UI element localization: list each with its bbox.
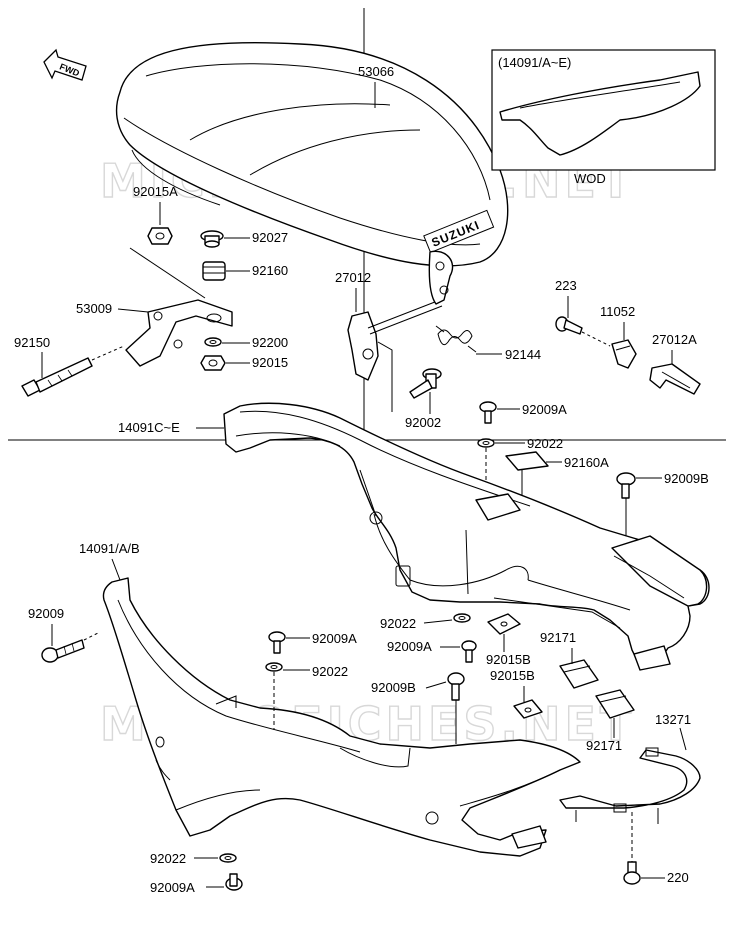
- label-92027: 92027: [252, 230, 288, 245]
- label-220: 220: [667, 870, 689, 885]
- label-223: 223: [555, 278, 577, 293]
- inset-caption: WOD: [574, 171, 606, 186]
- label-92171-1: 92171: [540, 630, 576, 645]
- clip-11052: [611, 339, 637, 369]
- label-92015A: 92015A: [133, 184, 178, 199]
- label-92015B-2: 92015B: [490, 668, 535, 683]
- seat-lock-27012: [347, 250, 454, 381]
- screw-92009A-2: [461, 640, 477, 663]
- washer-92022-1: [477, 438, 495, 448]
- label-11052: 11052: [600, 304, 635, 319]
- label-92009A-2: 92009A: [312, 631, 357, 646]
- label-14091AB: 14091/A/B: [79, 541, 140, 556]
- label-92022-2: 92022: [380, 616, 416, 631]
- label-53066: 53066: [358, 64, 394, 79]
- screw-92009A-1: [479, 401, 497, 424]
- label-92200: 92200: [252, 335, 288, 350]
- label-92009A-1: 92009A: [522, 402, 567, 417]
- label-92009: 92009: [28, 606, 64, 621]
- body-cover-14091AB: [102, 577, 581, 857]
- frame-cover-14091C-E: [223, 402, 710, 671]
- seat-53066: SUZUKI: [115, 41, 509, 267]
- screw-220: [623, 861, 641, 885]
- clip-92171-2: [595, 689, 635, 719]
- washer-92022-4: [219, 853, 237, 863]
- label-27012: 27012: [335, 270, 371, 285]
- screw-223: [555, 316, 583, 335]
- label-92009A-4: 92009A: [150, 880, 195, 895]
- screw-92009A-4: [225, 873, 243, 891]
- bolt-92002: [409, 368, 442, 399]
- spring-92144: [435, 325, 477, 353]
- clip-92015B-1: [487, 613, 521, 635]
- label-92009B-2: 92009B: [371, 680, 416, 695]
- washer-92200: [204, 337, 222, 347]
- seat-brand-logo: SUZUKI: [423, 209, 495, 254]
- grommet-92027: [200, 230, 224, 248]
- label-92009B-1: 92009B: [664, 471, 709, 486]
- label-13271: 13271: [655, 712, 691, 727]
- inset-wod: (14091/A~E) WOD: [491, 49, 716, 186]
- label-92015B-1: 92015B: [486, 652, 531, 667]
- label-27012A: 27012A: [652, 332, 697, 347]
- label-92150: 92150: [14, 335, 50, 350]
- label-92144: 92144: [505, 347, 541, 362]
- clip-92171-1: [559, 659, 599, 689]
- bolt-92150: [21, 357, 93, 397]
- label-14091C-E: 14091C~E: [118, 420, 180, 435]
- label-92009A-3: 92009A: [387, 639, 432, 654]
- inset-title: (14091/A~E): [498, 55, 571, 70]
- label-92022-3: 92022: [312, 664, 348, 679]
- screw-92009A-3: [268, 631, 286, 654]
- screw-92009: [41, 639, 85, 663]
- label-92160A: 92160A: [564, 455, 609, 470]
- washer-92022-2: [453, 613, 471, 623]
- nut-92015: [200, 355, 226, 371]
- bracket-53009: [125, 299, 233, 367]
- label-92022-1: 92022: [527, 436, 563, 451]
- cushion-92160: [202, 261, 226, 281]
- label-92015: 92015: [252, 355, 288, 370]
- label-53009: 53009: [76, 301, 112, 316]
- pad-92160A: [505, 451, 549, 471]
- label-92002: 92002: [405, 415, 441, 430]
- bracket-13271: [559, 747, 701, 824]
- label-92160: 92160: [252, 263, 288, 278]
- nut-92015A: [147, 227, 173, 245]
- clip-92015B-2: [513, 699, 543, 719]
- bracket-27012A: [649, 363, 701, 395]
- label-92022-4: 92022: [150, 851, 186, 866]
- screw-92009B-2: [447, 672, 465, 701]
- fwd-arrow-icon: FWD: [43, 48, 87, 81]
- washer-92022-3: [265, 662, 283, 672]
- screw-92009B-1: [616, 472, 636, 499]
- label-92171-2: 92171: [586, 738, 622, 753]
